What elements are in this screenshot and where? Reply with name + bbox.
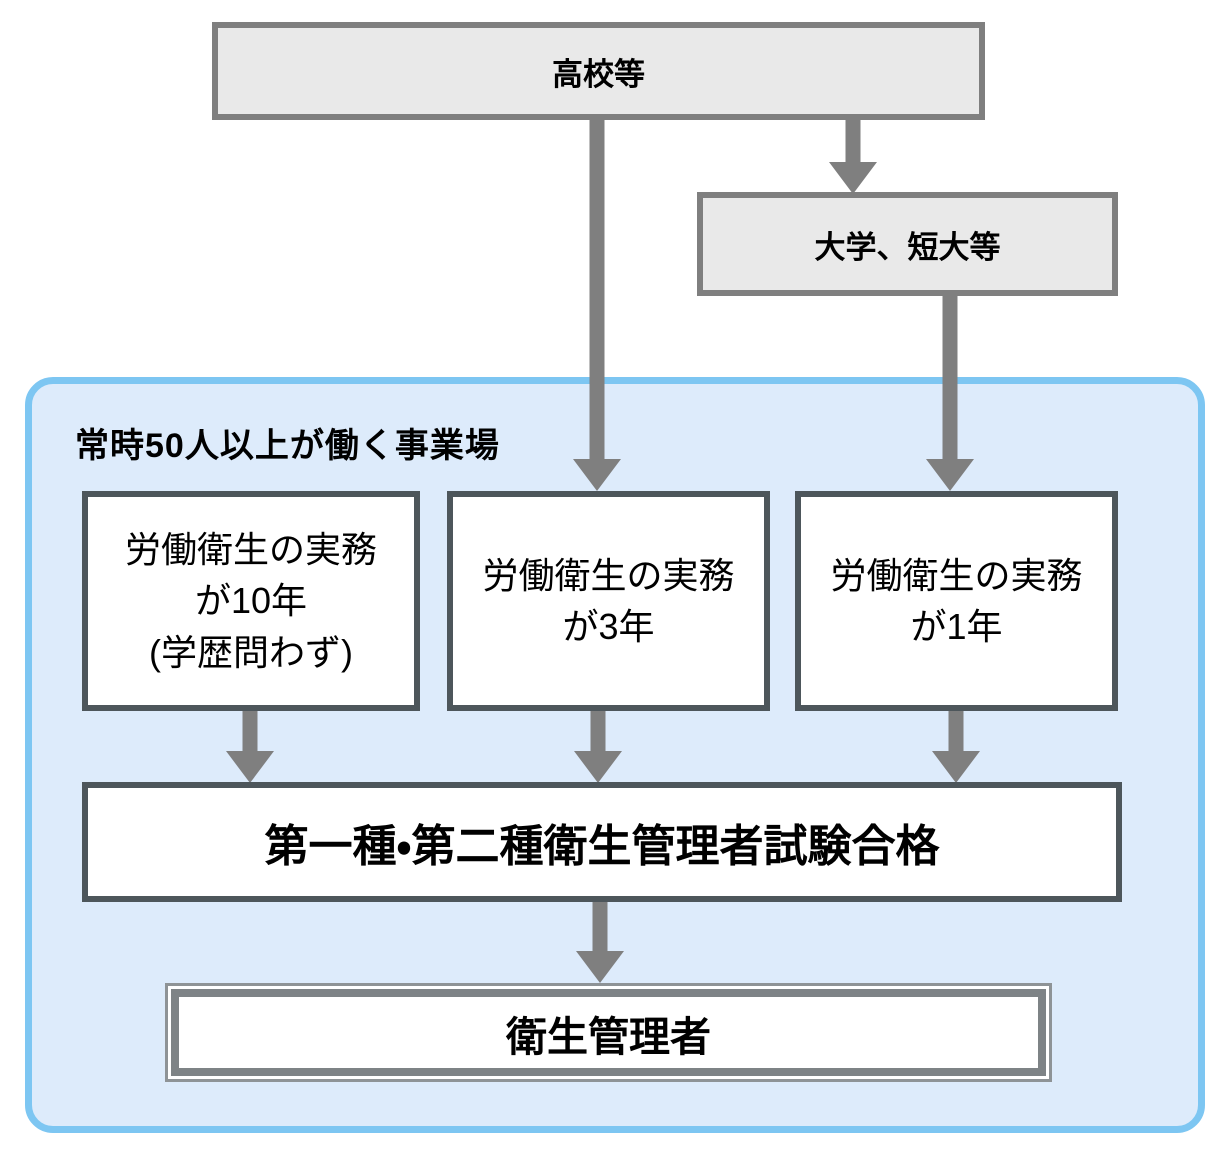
arrow-head — [926, 459, 974, 491]
text-line: 労働衛生の実務 — [830, 554, 1083, 596]
arrow-highschool-to-experience-3y-icon — [573, 120, 621, 491]
workplace-label: 常時50人以上が働く事業場 — [75, 427, 500, 465]
text-line: (学歴問わず) — [149, 631, 353, 673]
node-experience-3y-label: 労働衛生の実務 が3年 — [482, 550, 734, 652]
arrow-highschool-to-university-icon — [829, 120, 877, 194]
node-experience-3y: 労働衛生の実務 が3年 — [447, 491, 770, 711]
node-university: 大学、短大等 — [697, 192, 1118, 296]
arrow-shaft — [592, 902, 608, 951]
node-experience-1y-label: 労働衛生の実務 が1年 — [830, 550, 1082, 652]
node-highschool: 高校等 — [212, 22, 985, 120]
node-university-label: 大学、短大等 — [814, 229, 1001, 265]
arrow-head — [573, 459, 621, 491]
arrow-university-to-experience-1y-icon — [926, 296, 974, 491]
arrow-shaft — [242, 710, 258, 751]
node-health-manager: 衛生管理者 — [165, 983, 1052, 1082]
arrow-head — [574, 751, 622, 783]
text-line: 労働衛生の実務 — [124, 529, 377, 571]
arrow-head — [932, 751, 980, 783]
node-health-manager-label: 衛生管理者 — [506, 1013, 711, 1060]
node-exam-pass: 第一種・第二種衛生管理者試験合格 — [82, 782, 1122, 902]
text-line: 労働衛生の実務 — [482, 554, 735, 596]
arrow-head — [576, 951, 624, 983]
node-experience-10y: 労働衛生の実務 が10年 (学歴問わず) — [82, 491, 420, 711]
node-experience-10y-label: 労働衛生の実務 が10年 (学歴問わず) — [125, 524, 377, 677]
arrow-shaft — [948, 710, 964, 751]
arrow-shaft — [590, 710, 606, 751]
arrow-head — [226, 751, 274, 783]
arrow-shaft — [589, 120, 605, 459]
node-health-manager-inner: 衛生管理者 — [171, 989, 1046, 1076]
arrow-experience-10y-to-exam-icon — [226, 710, 274, 783]
node-experience-1y: 労働衛生の実務 が1年 — [795, 491, 1118, 711]
arrow-experience-1y-to-exam-icon — [932, 710, 980, 783]
text-line: が1年 — [910, 606, 1003, 647]
node-highschool-label: 高校等 — [552, 56, 645, 92]
arrow-exam-to-result-icon — [576, 902, 624, 983]
arrow-shaft — [942, 296, 958, 459]
node-exam-pass-label: 第一種・第二種衛生管理者試験合格 — [264, 822, 940, 871]
arrow-experience-3y-to-exam-icon — [574, 710, 622, 783]
arrow-shaft — [845, 120, 861, 162]
arrow-head — [829, 162, 877, 194]
text-line: が10年 — [194, 580, 308, 622]
text-line: が3年 — [562, 606, 655, 647]
